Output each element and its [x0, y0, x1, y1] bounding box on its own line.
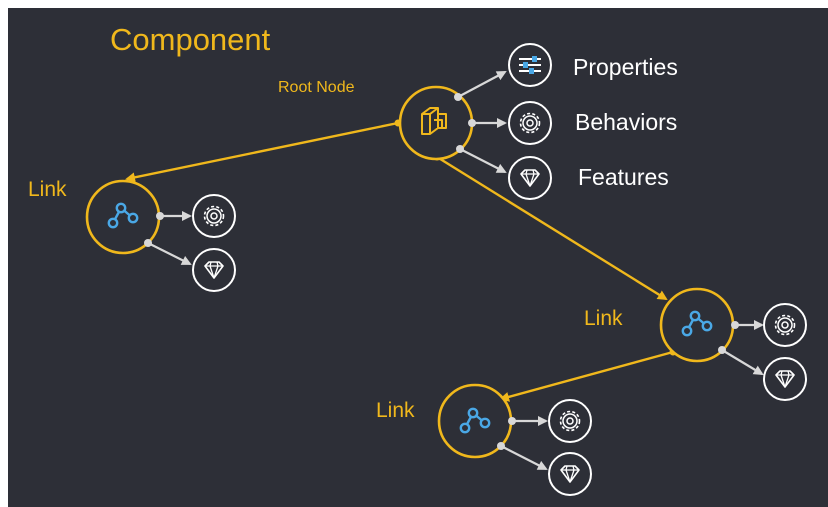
root-to-link-right-connector [436, 155, 668, 301]
properties-node [508, 43, 552, 87]
root-behaviors-connector [468, 118, 507, 128]
link-right-features-node [763, 357, 807, 401]
link-right-label: Link [584, 307, 623, 330]
features-ring [508, 156, 552, 200]
link-left-features-connector [144, 239, 192, 265]
link-left-label: Link [28, 178, 67, 201]
link-left-behaviors-node [192, 194, 236, 238]
diagram-title: Component [110, 22, 271, 57]
features-node [508, 156, 552, 200]
features-label: Features [578, 164, 669, 190]
link-bottom-behaviors-connector [508, 416, 548, 426]
link-bottom-features-connector [497, 442, 548, 470]
link-right-to-link-bottom-connector [499, 350, 674, 402]
cube-stack-icon [421, 107, 447, 135]
behaviors-node [508, 101, 552, 145]
behaviors-ring [508, 101, 552, 145]
link-left-features-node [192, 248, 236, 292]
sliders-icon [519, 56, 541, 74]
link-right-behaviors-node [763, 303, 807, 347]
properties-label: Properties [573, 54, 678, 80]
link-right-behaviors-connector [731, 320, 764, 330]
diagram-background [8, 8, 828, 507]
root-properties-connector [454, 71, 507, 101]
link-right-features-connector [718, 346, 764, 376]
link-bottom-label: Link [376, 399, 415, 422]
link-bottom-features-node [548, 452, 592, 496]
link-bottom-behaviors-node [548, 399, 592, 443]
behaviors-label: Behaviors [575, 109, 677, 135]
root-node-label: Root Node [278, 79, 355, 96]
link-left-behaviors-connector [156, 211, 192, 221]
root-to-link-left-connector [125, 121, 399, 183]
root-features-connector [456, 145, 507, 173]
